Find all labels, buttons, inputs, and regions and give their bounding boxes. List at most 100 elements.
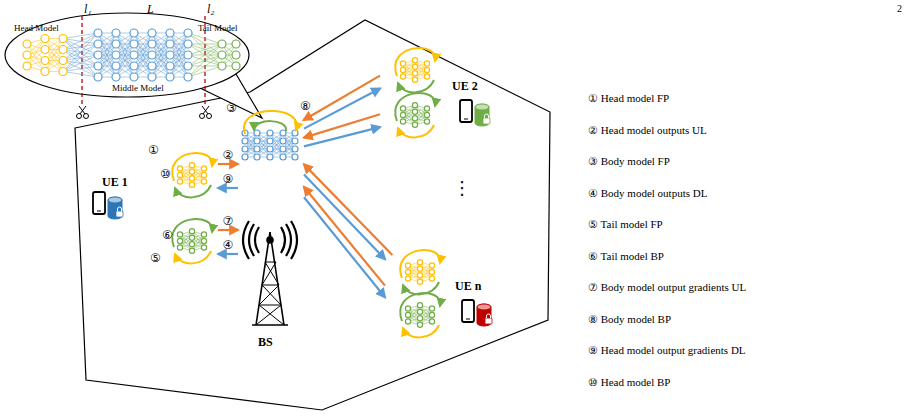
callout-number: ⑥ [162,229,173,242]
network-neuron [130,73,138,81]
cycle-arrow [175,185,211,197]
network-neuron [41,35,49,43]
user-equipment: UE 1 [88,140,218,270]
network-link [257,133,270,157]
network-neuron [189,163,194,168]
network-neuron [429,276,434,281]
network-link [63,33,98,72]
network-link [188,55,222,77]
network-neuron [94,40,102,48]
scissors-icon [77,106,89,119]
phone-button [466,319,470,320]
scissors-blade [203,106,209,114]
network-neuron [177,245,182,250]
network-neuron [280,154,286,160]
network-neuron [412,116,417,121]
network-link [270,133,283,157]
network-neuron [94,51,102,59]
callout-number: ① [148,144,159,157]
antenna [267,237,273,243]
zoom-bubble [5,13,249,97]
step-number: ⑦ [223,215,234,228]
network-neuron [412,103,417,108]
tower-brace [259,285,279,305]
network-link [63,39,98,78]
neural-network [177,163,206,188]
neural-network [242,130,298,160]
network-neuron [412,77,417,82]
tower-brace [259,305,284,325]
tower-leg [256,232,270,325]
network-neuron [166,29,174,37]
network-neuron [184,73,192,81]
network-neuron [429,269,434,274]
cycle-arrow [395,48,435,76]
neural-network [405,303,434,328]
network-neuron [23,40,31,48]
callout-number: ⑩ [160,168,171,181]
network-link [63,50,98,78]
network-neuron [166,51,174,59]
step-list-item: ⑩ Head model BP [588,376,670,388]
step-number: ④ [223,239,234,252]
model-part: Head Model [14,24,59,34]
database-icon [475,104,489,126]
downlink-arrow [304,175,385,260]
step-list-item: ③ Body model FP [588,155,670,167]
network-neuron [417,273,422,278]
network-neuron [242,146,248,152]
cycle-arrow [172,219,212,247]
network-neuron [412,122,417,127]
cycle-arrow [395,93,435,121]
network-link [63,55,98,72]
network-link [188,44,222,55]
network-neuron [405,312,410,317]
neural-network [23,29,240,81]
database-top [108,197,122,203]
cut-layer: l₂ [207,3,215,16]
network-neuron [177,238,182,243]
tower-brace [256,305,281,325]
network-link [283,133,295,157]
callout-number: ⑤ [150,252,161,265]
network-link [45,39,63,72]
base-station: BS [238,120,304,355]
phone-button [464,119,468,120]
database-top [475,104,489,110]
cut-line [81,16,82,106]
network-neuron [417,316,422,321]
network-link [283,133,295,157]
step-number: ② [223,149,234,162]
network-link [116,44,134,77]
scissors-blade [202,106,208,114]
lock-icon [485,318,492,324]
cycle-arrow [172,153,212,181]
network-neuron [130,40,138,48]
scissors-handle [207,114,212,119]
network-neuron [242,154,248,160]
network-neuron [148,73,156,81]
network-neuron [130,29,138,37]
network-link [188,44,222,77]
network-neuron [429,263,434,268]
scissors-handle [200,114,205,119]
scissors-handle [77,114,82,119]
network-neuron [130,62,138,70]
cycle-arrow [400,293,440,321]
network-link [188,44,222,55]
network-neuron [112,73,120,81]
cycle-arrow [403,325,439,337]
uplink-arrow [218,163,238,165]
network-neuron [405,263,410,268]
network-neuron [59,68,67,76]
step-number: ⑨ [223,173,234,186]
step-list-item: ⑤ Tail model FP [588,218,663,230]
network-neuron [292,146,298,152]
network-link [45,39,63,72]
network-link [188,33,222,44]
network-neuron [59,57,67,65]
network-neuron [429,319,434,324]
layer-count: L [147,3,154,16]
network-neuron [184,51,192,59]
